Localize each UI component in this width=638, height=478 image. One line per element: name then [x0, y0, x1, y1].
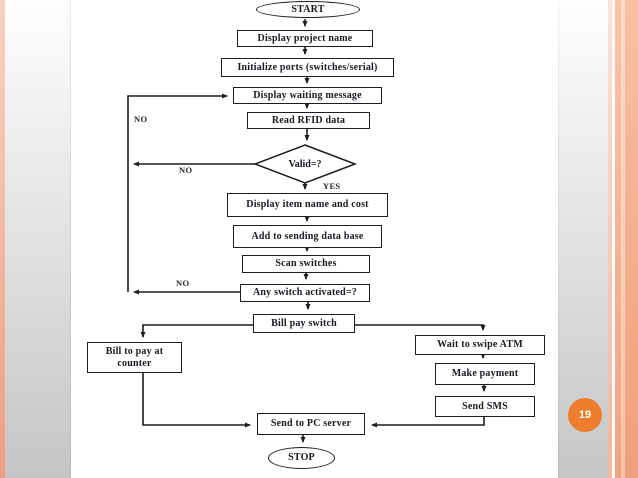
edge-label-no-valid: NO	[179, 165, 193, 175]
node-display-waiting-message: Display waiting message	[233, 87, 382, 104]
node-make-payment: Make payment	[435, 363, 535, 385]
node-any-switch-activated: Any switch activated=?	[240, 284, 370, 302]
edge-label-no-loop-top: NO	[134, 114, 148, 124]
node-send-to-pc-server: Send to PC server	[257, 413, 365, 435]
page-number: 19	[578, 409, 592, 421]
node-initialize-ports: Initialize ports (switches/serial)	[221, 58, 394, 77]
node-bill-pay-switch: Bill pay switch	[253, 314, 355, 333]
edge-label-yes-valid: YES	[323, 181, 341, 191]
decision-diamond-valid	[252, 144, 358, 184]
node-display-item-name-cost: Display item name and cost	[227, 193, 388, 217]
node-bill-to-pay-at-counter: Bill to pay at counter	[87, 342, 182, 373]
node-display-project-name: Display project name	[237, 30, 373, 47]
node-add-to-sending-database: Add to sending data base	[233, 225, 382, 248]
node-send-sms: Send SMS	[435, 396, 535, 417]
node-scan-switches: Scan switches	[242, 255, 370, 273]
right-accent-stripe	[608, 0, 612, 478]
node-read-rfid-data: Read RFID data	[247, 112, 370, 129]
node-wait-to-swipe-atm: Wait to swipe ATM	[415, 335, 545, 355]
node-valid-decision-label: Valid=?	[288, 158, 322, 170]
right-accent-stripe	[615, 0, 621, 478]
left-gray-bar	[5, 0, 71, 478]
right-accent-stripe	[625, 0, 638, 478]
node-stop-terminal: STOP	[268, 447, 335, 469]
left-accent-stripe	[0, 0, 5, 478]
right-accent-stripe	[612, 0, 615, 478]
node-start-terminal: START	[256, 1, 360, 18]
edge-label-no-any-switch: NO	[176, 278, 190, 288]
right-accent-stripe	[621, 0, 625, 478]
page-number-badge: 19	[568, 398, 602, 432]
